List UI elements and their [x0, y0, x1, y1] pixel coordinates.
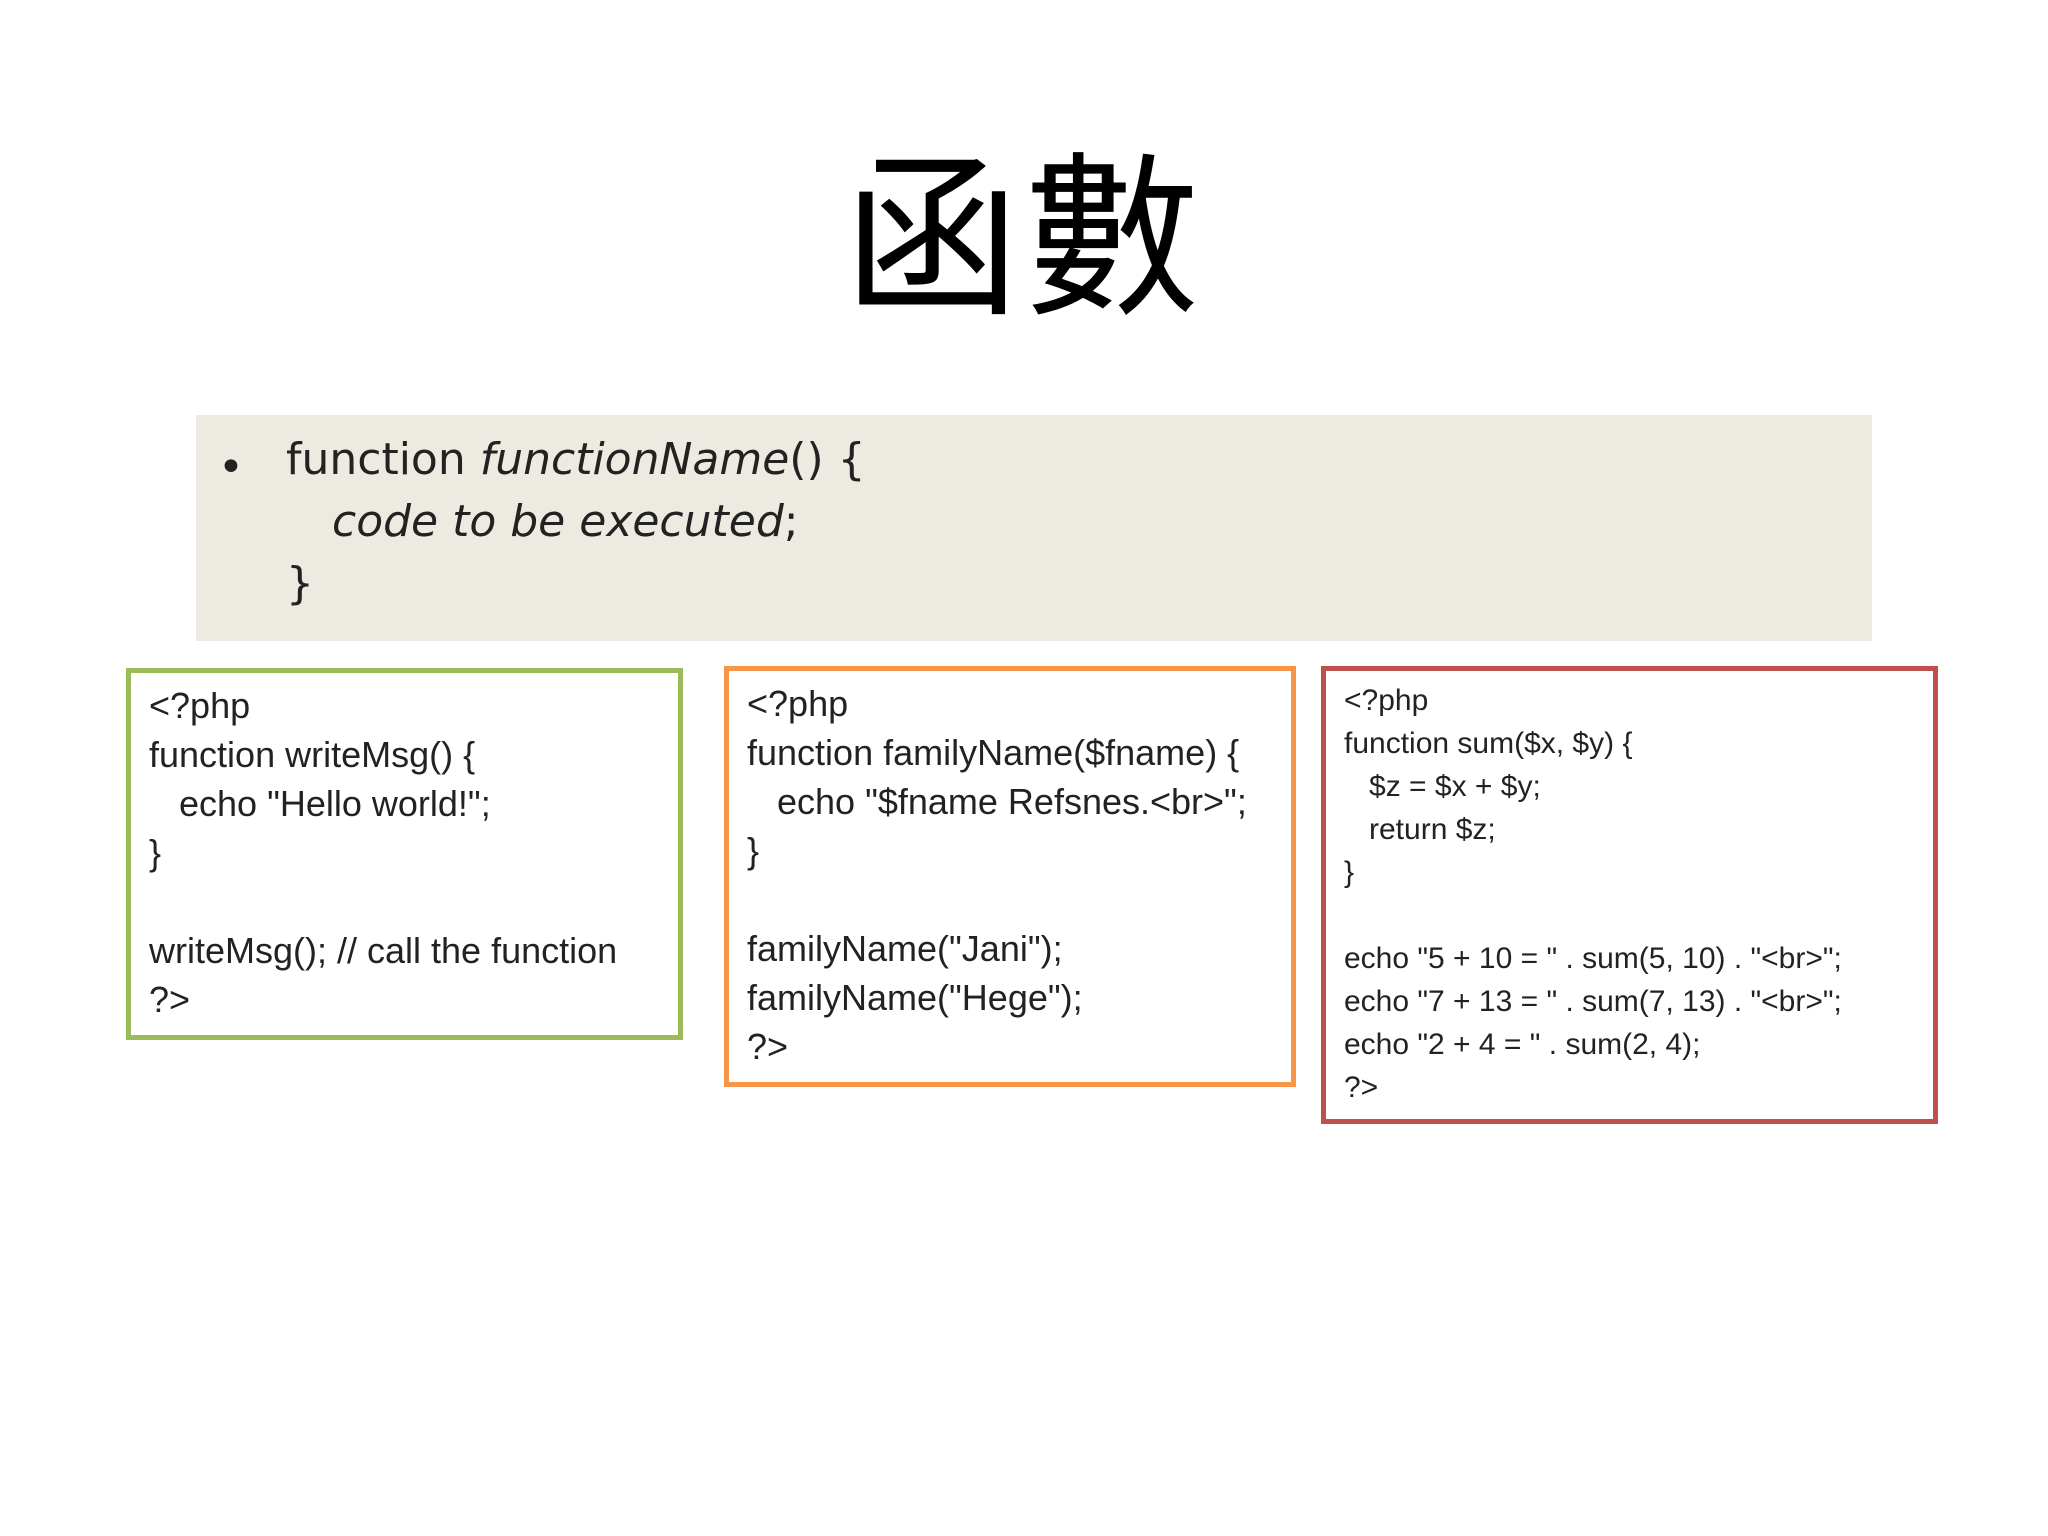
syntax-box: • function functionName() { code to be e…	[196, 415, 1872, 641]
syntax-line-2: code to be executed;	[332, 491, 799, 553]
code-example-sum: <?php function sum($x, $y) { $z = $x + $y…	[1321, 666, 1938, 1124]
code-line: writeMsg(); // call the function	[149, 930, 618, 971]
code-line: familyName("Jani");	[747, 928, 1063, 969]
code-line: <?php	[747, 683, 849, 724]
code-line: <?php	[1344, 684, 1429, 717]
code-line: ?>	[747, 1026, 789, 1067]
bullet: •	[218, 442, 244, 493]
code-line: $z = $x + $y;	[1344, 770, 1541, 803]
syntax-line-1-tail: () {	[789, 434, 866, 485]
code-line: echo "2 + 4 = " . sum(2, 4);	[1344, 1028, 1701, 1061]
code-line: }	[1344, 856, 1355, 889]
code-line: familyName("Hege");	[747, 977, 1083, 1018]
code-line: <?php	[149, 685, 251, 726]
code-example-family-name: <?php function familyName($fname) { echo …	[724, 666, 1296, 1087]
code-line	[747, 875, 1291, 924]
syntax-code-body: code to be executed	[332, 496, 784, 547]
code-line: }	[747, 830, 760, 871]
syntax-line-3: }	[286, 558, 314, 609]
slide-title: 函數	[843, 137, 1204, 342]
code-line: echo "$fname Refsnes.<br>";	[747, 781, 1247, 822]
syntax-function-name: functionName	[479, 434, 790, 485]
code-line	[149, 877, 678, 926]
code-line: ?>	[1344, 1071, 1379, 1104]
code-line: return $z;	[1344, 813, 1496, 846]
code-line: ?>	[149, 979, 191, 1020]
code-example-write-msg: <?php function writeMsg() { echo "Hello w…	[126, 668, 683, 1040]
code-line: echo "Hello world!";	[149, 783, 491, 824]
code-line: function familyName($fname) {	[747, 732, 1240, 773]
syntax-line-2-tail: ;	[783, 496, 799, 547]
syntax-line-1: function functionName() {	[286, 429, 866, 491]
code-line: function writeMsg() {	[149, 734, 476, 775]
code-line: echo "5 + 10 = " . sum(5, 10) . "<br>";	[1344, 942, 1842, 975]
syntax-keyword: function	[286, 434, 480, 485]
code-line	[1344, 894, 1933, 937]
code-line: }	[149, 832, 162, 873]
code-line: function sum($x, $y) {	[1344, 727, 1633, 760]
code-line: echo "7 + 13 = " . sum(7, 13) . "<br>";	[1344, 985, 1842, 1018]
